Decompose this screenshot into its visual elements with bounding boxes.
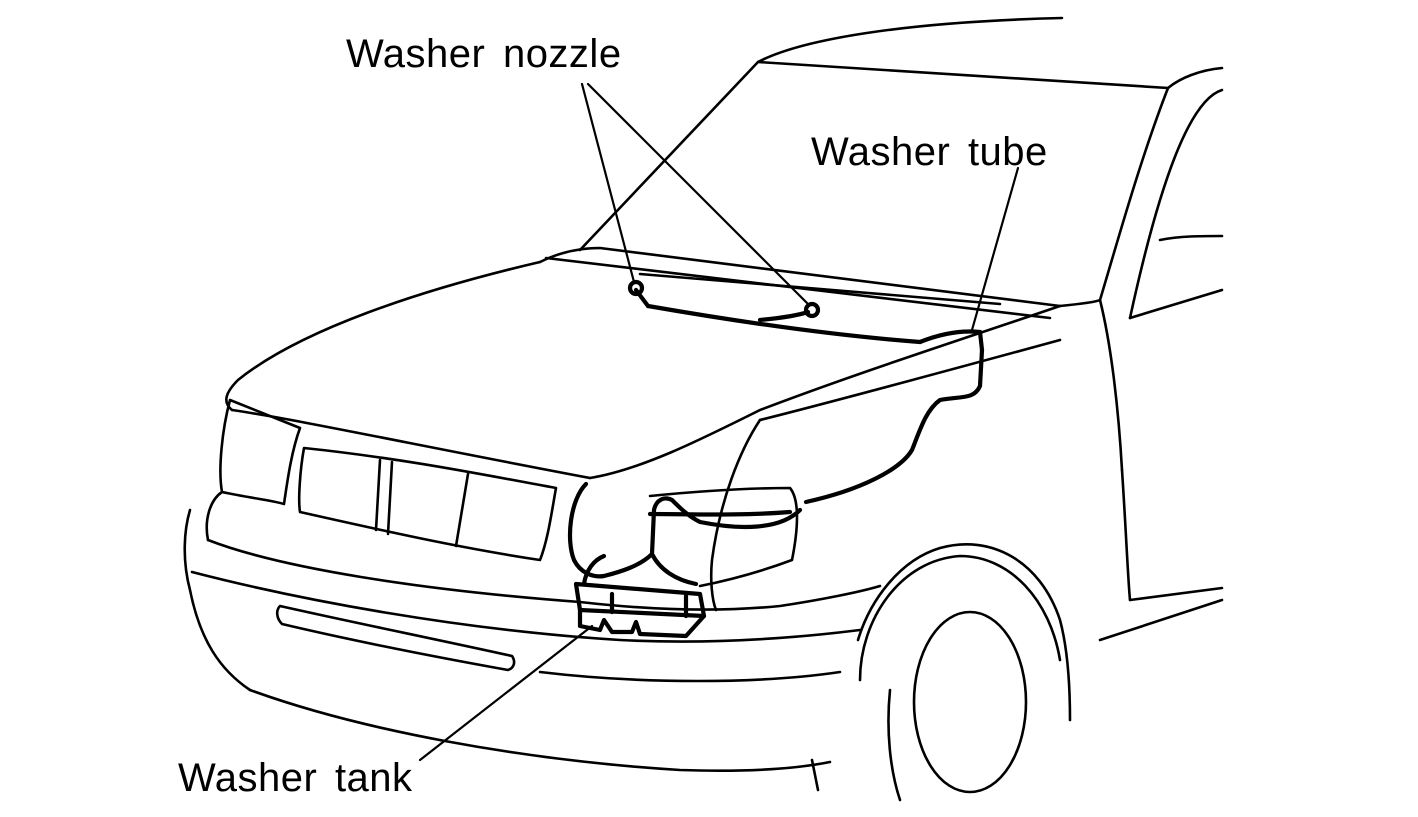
leader-lines — [420, 84, 1018, 760]
washer-tank-shape — [576, 584, 704, 636]
washer-tube-label: Washer tube — [811, 132, 1048, 172]
front-body — [207, 340, 1060, 610]
right-washer-nozzle — [806, 304, 818, 316]
nozzle-leader-right — [588, 84, 808, 304]
washer-hose — [570, 290, 982, 584]
front-wheel — [812, 544, 1070, 800]
washer-nozzle-label: Washer nozzle — [346, 34, 622, 74]
cowl-panel — [540, 248, 1060, 318]
cab-outline — [580, 18, 1222, 640]
front-bumper — [185, 510, 860, 771]
tank-leader — [420, 626, 592, 760]
tube-leader — [972, 168, 1018, 330]
nozzle-leader-left — [582, 84, 634, 282]
washer-tank-label: Washer tank — [178, 758, 413, 798]
